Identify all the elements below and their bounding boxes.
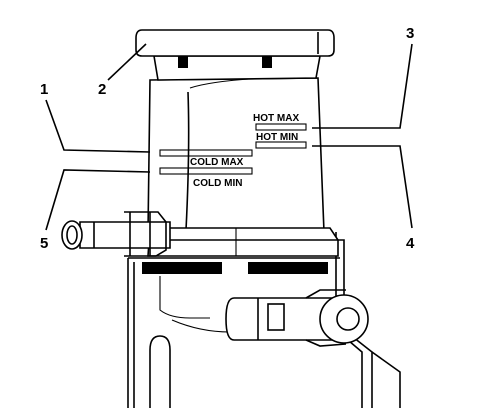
leader-4 — [312, 145, 413, 229]
bracket-stud-right — [248, 262, 328, 274]
leader-1 — [45, 99, 151, 153]
callout-4: 4 — [406, 235, 415, 252]
leader-5 — [45, 169, 151, 231]
outlet-pipe — [225, 289, 369, 347]
leader-lines — [45, 43, 413, 231]
reservoir-base — [147, 227, 339, 257]
level-marks — [159, 123, 307, 175]
callout-3: 3 — [406, 25, 414, 42]
reservoir-cap — [135, 29, 335, 57]
hot-max-mark — [255, 123, 307, 131]
cap-tab-right — [262, 56, 272, 68]
callout-1: 1 — [40, 81, 48, 98]
reservoir-body — [147, 55, 325, 233]
leader-2 — [107, 43, 147, 81]
bracket-stud-left — [142, 262, 222, 274]
cap-tab-left — [178, 56, 188, 68]
inlet-pipe-end — [61, 220, 83, 250]
hot-min-mark — [255, 141, 307, 149]
hot-max-label: HOT MAX — [253, 113, 299, 124]
callout-5: 5 — [40, 235, 48, 252]
inlet-pipe — [61, 211, 171, 257]
leader-3 — [312, 43, 413, 129]
cold-max-label: COLD MAX — [190, 157, 244, 168]
cold-min-label: COLD MIN — [193, 178, 242, 189]
hot-min-label: HOT MIN — [256, 132, 298, 143]
outlet-fitting — [319, 294, 369, 344]
cold-max-mark — [159, 149, 253, 157]
cold-min-mark — [159, 167, 253, 175]
outlet-clamp — [267, 303, 285, 331]
callout-2: 2 — [98, 81, 106, 98]
